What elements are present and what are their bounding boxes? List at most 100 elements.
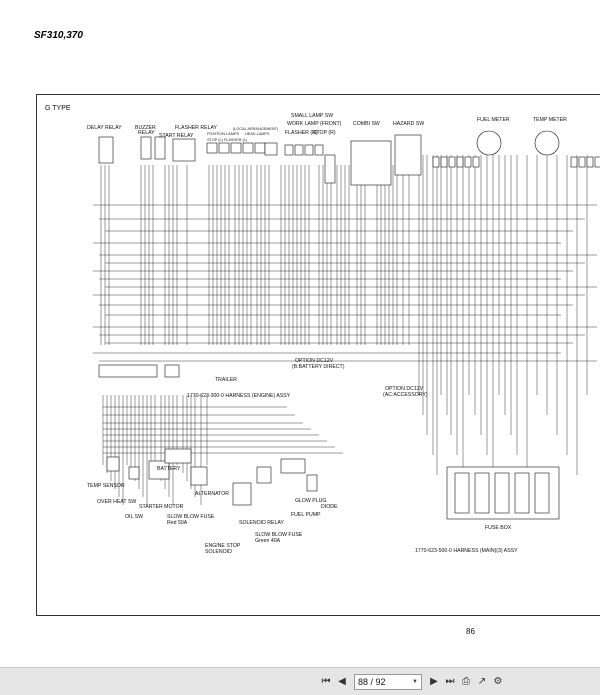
battery-symbol xyxy=(164,448,192,464)
connector-pin xyxy=(586,156,594,168)
fuse-box-label: FUSE BOX xyxy=(485,525,512,531)
page-display: 88 / 92 xyxy=(358,676,386,687)
settings-icon[interactable]: ⚙ xyxy=(493,676,503,687)
temp-sensor-label: TEMP SENSOR xyxy=(87,483,125,489)
fuel-meter-label: FUEL METER xyxy=(477,117,510,123)
diode-symbol xyxy=(306,474,318,492)
engine-stop-label: ENGINE STOP xyxy=(205,543,241,549)
diode-label: DIODE xyxy=(321,504,338,510)
option-battery-direct-label: (B:BATTERY DIRECT) xyxy=(292,364,345,370)
over-heat-sw-label: OVER HEAT SW xyxy=(97,499,136,505)
export-icon[interactable]: ↗ xyxy=(477,676,487,687)
flasher-relay-label: FLASHER RELAY xyxy=(175,125,218,131)
over-heat-sw-symbol xyxy=(128,466,140,480)
buzzer-relay-symbol xyxy=(154,136,166,160)
combi-sw-label: COMBI SW xyxy=(353,121,380,127)
fuse-slot xyxy=(454,472,470,514)
oil-sw-label: OIL SW xyxy=(125,514,143,520)
head-lamps-label: HEAD LAMPS xyxy=(245,132,270,136)
last-page-icon[interactable]: ⏭ xyxy=(445,676,455,687)
page-number-input[interactable]: 88 / 92 ▼ xyxy=(354,673,422,690)
solenoid-relay-label: SOLENOID RELAY xyxy=(239,520,284,526)
hazard-sw-label: HAZARD SW xyxy=(393,121,424,127)
fuel-pump-label: FUEL PUMP xyxy=(291,512,321,518)
glow-plug-label: GLOW PLUG xyxy=(295,498,326,504)
connector-pin xyxy=(594,156,600,168)
alternator-symbol xyxy=(190,466,208,486)
starter-motor-symbol xyxy=(148,460,170,480)
lamp-connector xyxy=(242,142,254,154)
connector-pin xyxy=(570,156,578,168)
harness-engine-label: 1770-623-300-0 HARNESS (ENGINE) ASSY xyxy=(187,393,291,399)
harness-main-label: 1770-623-500-0 HARNESS (MAIN)(3) ASSY xyxy=(415,548,518,554)
fuse-slot xyxy=(474,472,490,514)
fuel-pump-symbol xyxy=(256,466,272,484)
alternator-label: ALTERNATOR xyxy=(195,491,229,497)
flasher-r-label: FLASHER (R) xyxy=(285,130,318,136)
buzzer-symbol xyxy=(140,136,152,160)
combi-sw-symbol xyxy=(350,140,392,186)
fuse-slot xyxy=(514,472,530,514)
wiring-diagram-svg: G TYPE DELAY RELAY BUZZER RELAY FLASHER … xyxy=(45,105,600,555)
fuse-1-spec-label: Red 50A xyxy=(167,520,188,526)
local-arrangement-label: (LOCAL ARRANGEMENT) xyxy=(233,127,279,131)
hazard-sw-symbol xyxy=(394,134,422,176)
type-label: G TYPE xyxy=(45,105,71,112)
connector-pin xyxy=(440,156,448,168)
temp-sensor-symbol xyxy=(106,456,120,472)
solenoid-relay-symbol xyxy=(232,482,252,506)
small-lamp-sw-label: SMALL LAMP SW xyxy=(291,113,333,119)
temp-meter-symbol xyxy=(534,130,560,156)
glow-plug-symbol xyxy=(280,458,306,474)
page-number: 86 xyxy=(466,627,475,636)
model-header: SF310,370 xyxy=(34,30,83,41)
delay-relay-label: DELAY RELAY xyxy=(87,125,122,131)
start-relay-label: START RELAY xyxy=(159,133,194,139)
option-acc-label: (AC:ACCESSORY) xyxy=(383,392,428,398)
slow-blow-fuse-1-label: SLOW BLOW FUSE xyxy=(167,514,215,520)
connector-pin xyxy=(432,156,440,168)
connector-pin xyxy=(448,156,456,168)
lamp-connector xyxy=(294,144,304,156)
slow-blow-fuse-2-label: SLOW BLOW FUSE xyxy=(255,532,303,538)
starter-motor-label: STARTER MOTOR xyxy=(139,504,184,510)
next-page-icon[interactable]: ▶ xyxy=(430,676,438,687)
print-icon[interactable]: ⎙ xyxy=(462,676,470,687)
flasher-relay-symbol xyxy=(172,138,196,162)
connector-pin xyxy=(472,156,480,168)
head-lamp-symbol xyxy=(264,142,278,156)
buzzer-label: BUZZER xyxy=(135,125,156,131)
lamp-connector xyxy=(314,144,324,156)
trailer-label: TRAILER xyxy=(215,377,237,383)
position-lamps-label: POSITION LAMPS xyxy=(207,132,240,136)
chevron-down-icon[interactable]: ▼ xyxy=(412,678,418,685)
document-page: SF310,370 G TYPE DELAY RELAY BUZZER RELA… xyxy=(34,30,600,636)
lamp-connector xyxy=(254,142,266,154)
solenoid-label: SOLENOID xyxy=(205,549,232,555)
connector xyxy=(164,364,180,378)
buzzer-relay-label: RELAY xyxy=(138,130,155,136)
first-page-icon[interactable]: ⏮ xyxy=(321,676,331,687)
temp-meter-label: TEMP METER xyxy=(533,117,567,123)
prev-page-icon[interactable]: ◀ xyxy=(338,676,346,687)
work-lamp-front-label: WORK LAMP (FRONT) xyxy=(287,121,342,127)
fuel-meter-symbol xyxy=(476,130,502,156)
main-connector xyxy=(98,364,158,378)
lamp-connector xyxy=(284,144,294,156)
fuse-2-spec-label: Green 40A xyxy=(255,538,281,544)
lamp-connector xyxy=(230,142,242,154)
option-dc12v-battery-label: OPTION DC12V xyxy=(295,358,334,364)
work-lamp-symbol xyxy=(324,154,336,184)
fuse-slot xyxy=(534,472,550,514)
option-dc12v-acc-label: OPTION DC12V xyxy=(385,386,424,392)
stop-flasher-label: STOP (L) FLASHER (L) xyxy=(207,138,248,142)
delay-relay-symbol xyxy=(98,136,114,164)
connector-pin xyxy=(578,156,586,168)
fuse-slot xyxy=(494,472,510,514)
connector-pin xyxy=(456,156,464,168)
stop-r-label: STOP (R) xyxy=(313,130,336,136)
wiring-diagram: G TYPE DELAY RELAY BUZZER RELAY FLASHER … xyxy=(36,94,600,616)
lamp-connector xyxy=(304,144,314,156)
viewer-toolbar: ⏮ ◀ 88 / 92 ▼ ▶ ⏭ ⎙ ↗ ⚙ xyxy=(0,667,600,695)
lamp-connector xyxy=(206,142,218,154)
